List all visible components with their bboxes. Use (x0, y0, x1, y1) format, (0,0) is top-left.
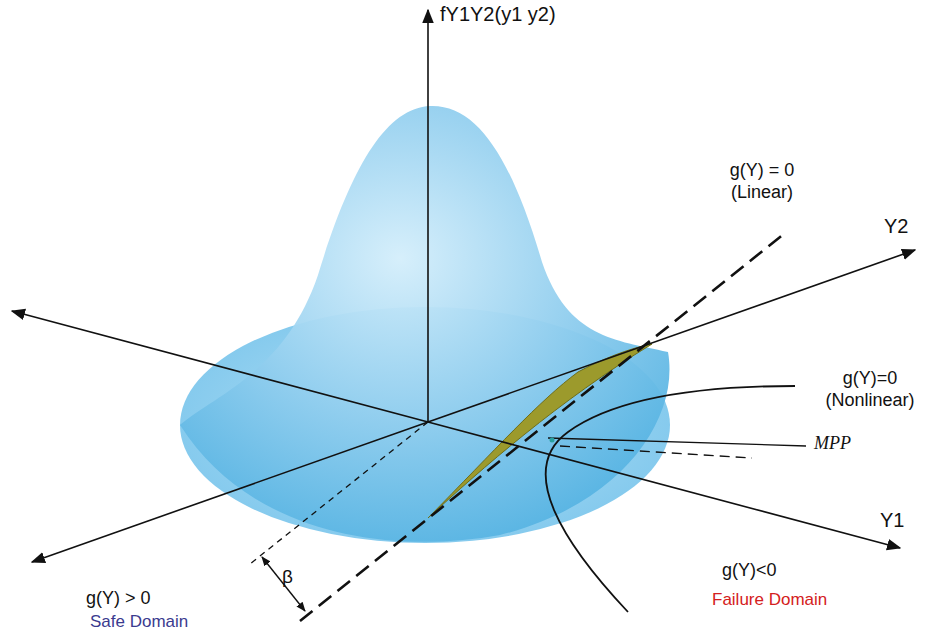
axis-label: Y1 (880, 508, 920, 532)
mpp-leader (548, 438, 806, 446)
domain-condition: g(Y)<0 (722, 560, 832, 582)
beta-dimension (262, 557, 305, 611)
limit-state-label: g(Y)=0 (Nonlinear) (808, 368, 932, 411)
y1-axis (428, 422, 900, 548)
density-label: fY1Y2(y1 y2) (440, 2, 640, 26)
limit-state-label: g(Y) = 0 (Linear) (712, 160, 812, 203)
domain-name: Failure Domain (712, 590, 882, 610)
mpp-dashed-leader (560, 446, 752, 458)
y2-negative-axis (32, 422, 428, 562)
point-label: MPP (814, 433, 884, 455)
linear-limit-state (300, 233, 785, 621)
density-axis (427, 10, 429, 422)
domain-condition: g(Y) > 0 (86, 588, 196, 610)
dimension-label: β (282, 566, 306, 589)
reference-line (250, 422, 428, 564)
density-surface (180, 106, 670, 542)
domain-name: Safe Domain (90, 612, 230, 632)
mpp-point (550, 438, 555, 443)
y1-negative-axis (12, 311, 428, 422)
axis-label: Y2 (884, 214, 924, 238)
